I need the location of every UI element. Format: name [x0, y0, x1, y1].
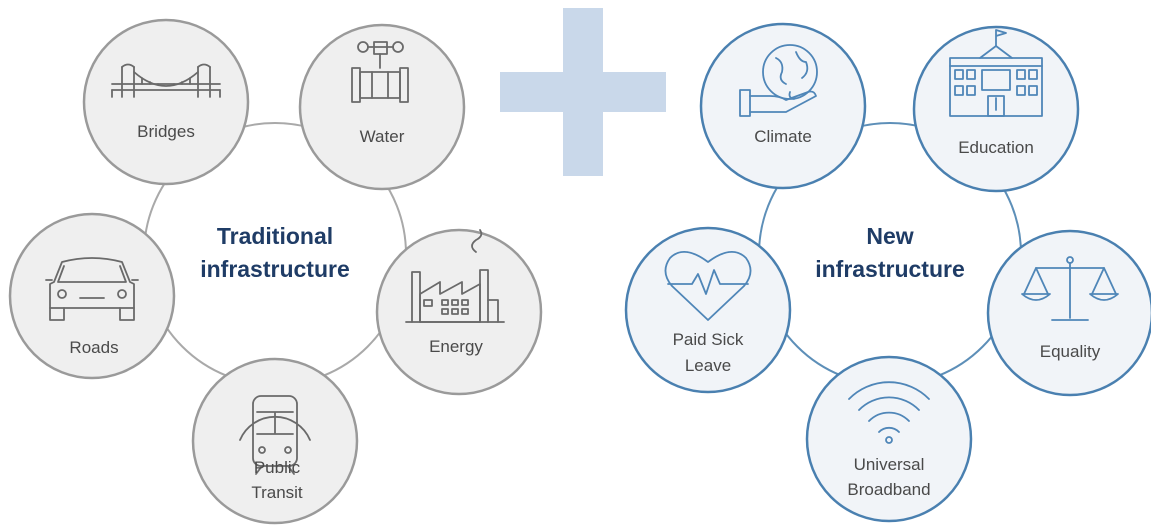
- car-icon: [45, 257, 139, 321]
- node-equality-label: Equality: [1040, 342, 1101, 361]
- new-title-line1: New: [866, 223, 913, 249]
- scales-icon: [1021, 256, 1119, 321]
- heartbeat-icon: [664, 251, 752, 321]
- node-paid-sick-leave-label-line1: Paid Sick: [673, 330, 744, 349]
- node-roads: Roads: [8, 212, 176, 380]
- bridge-icon: [111, 63, 221, 98]
- node-public-transit: Public Transit: [191, 357, 359, 525]
- node-paid-sick-leave-label-line2: Leave: [685, 356, 731, 375]
- node-water-label: Water: [360, 127, 405, 146]
- node-energy-label: Energy: [429, 337, 483, 356]
- node-universal-broadband-label-line1: Universal: [854, 455, 925, 474]
- node-paid-sick-leave: Paid Sick Leave: [624, 226, 792, 394]
- node-universal-broadband-label-line2: Broadband: [847, 480, 930, 499]
- node-climate-label: Climate: [754, 127, 812, 146]
- node-energy: Energy: [375, 228, 543, 396]
- node-equality: Equality: [986, 229, 1151, 397]
- wifi-icon: [848, 381, 930, 444]
- traditional-title-line1: Traditional: [217, 223, 333, 249]
- plus-sign: [500, 8, 666, 176]
- node-education: Education: [912, 25, 1080, 193]
- node-climate: Climate: [699, 22, 867, 190]
- new-title-line2: infrastructure: [815, 256, 965, 282]
- globe-in-hand-icon: [739, 44, 818, 117]
- factory-icon: [405, 229, 505, 323]
- node-water: Water: [298, 23, 466, 191]
- node-universal-broadband: Universal Broadband: [805, 355, 973, 523]
- school-building-icon: [949, 29, 1043, 117]
- traditional-title-line2: infrastructure: [200, 256, 350, 282]
- node-public-transit-label-line1: Public: [254, 458, 301, 477]
- train-icon: [239, 395, 311, 475]
- node-bridges: Bridges: [82, 18, 250, 186]
- water-pipe-icon: [351, 41, 409, 103]
- node-education-label: Education: [958, 138, 1034, 157]
- node-public-transit-label-line2: Transit: [251, 483, 303, 502]
- new-infrastructure-group: New infrastructure Climate: [624, 22, 1151, 523]
- traditional-infrastructure-group: Traditional infrastructure Bridges: [8, 18, 543, 525]
- node-bridges-label: Bridges: [137, 122, 195, 141]
- node-roads-label: Roads: [69, 338, 118, 357]
